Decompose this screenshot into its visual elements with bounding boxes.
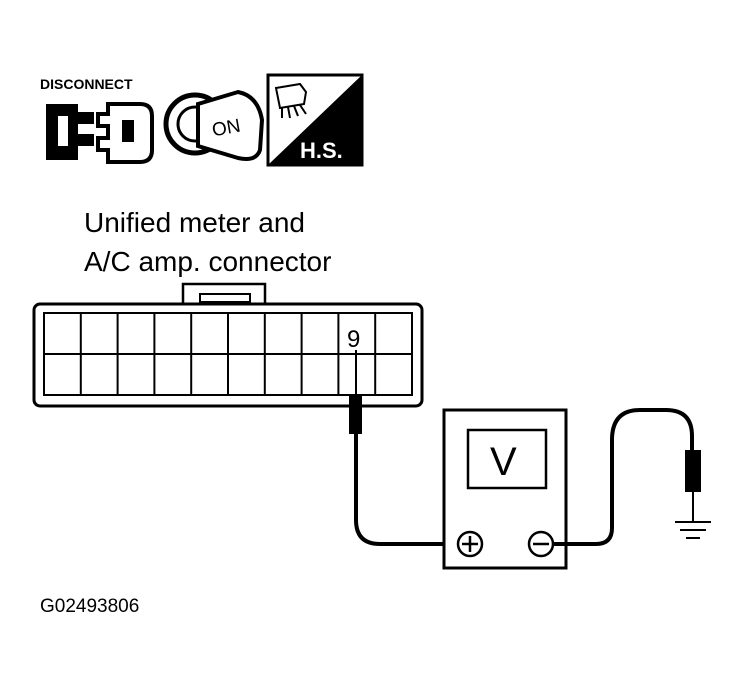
ground-icon (675, 521, 711, 539)
socket-right-slot (122, 120, 134, 142)
negative-lead-wire (553, 408, 694, 546)
negative-probe (553, 408, 711, 546)
connector-title-line2: A/C amp. connector (84, 246, 331, 277)
hs-icon: H.S. (266, 73, 364, 167)
voltmeter-display (466, 428, 548, 490)
plug-left-shape (46, 104, 94, 160)
connector-column-dividers (79, 313, 377, 395)
connector-latch-slot (199, 293, 251, 303)
negative-probe-handle (685, 450, 701, 492)
figure-id: G02493806 (40, 596, 139, 617)
disconnect-label: DISCONNECT (40, 76, 133, 92)
voltmeter: V (442, 408, 568, 570)
key-head (196, 89, 265, 161)
ignition-key-icon: ON (163, 89, 265, 161)
plug-left-slot (58, 116, 68, 146)
probe-handle (349, 394, 362, 434)
terminal-number: 9 (347, 326, 360, 353)
connector-title-line1: Unified meter and (84, 207, 305, 238)
positive-probe (349, 350, 458, 546)
hs-label: H.S. (300, 138, 343, 163)
connector: 9 (32, 282, 424, 408)
ignition-on-label: ON (210, 116, 242, 142)
positive-lead-wire (354, 434, 458, 546)
hs-black-triangle (268, 75, 362, 165)
hs-connector-pictogram (274, 82, 308, 110)
voltmeter-label: V (490, 440, 517, 484)
disconnect-icon: DISCONNECT (40, 76, 154, 164)
